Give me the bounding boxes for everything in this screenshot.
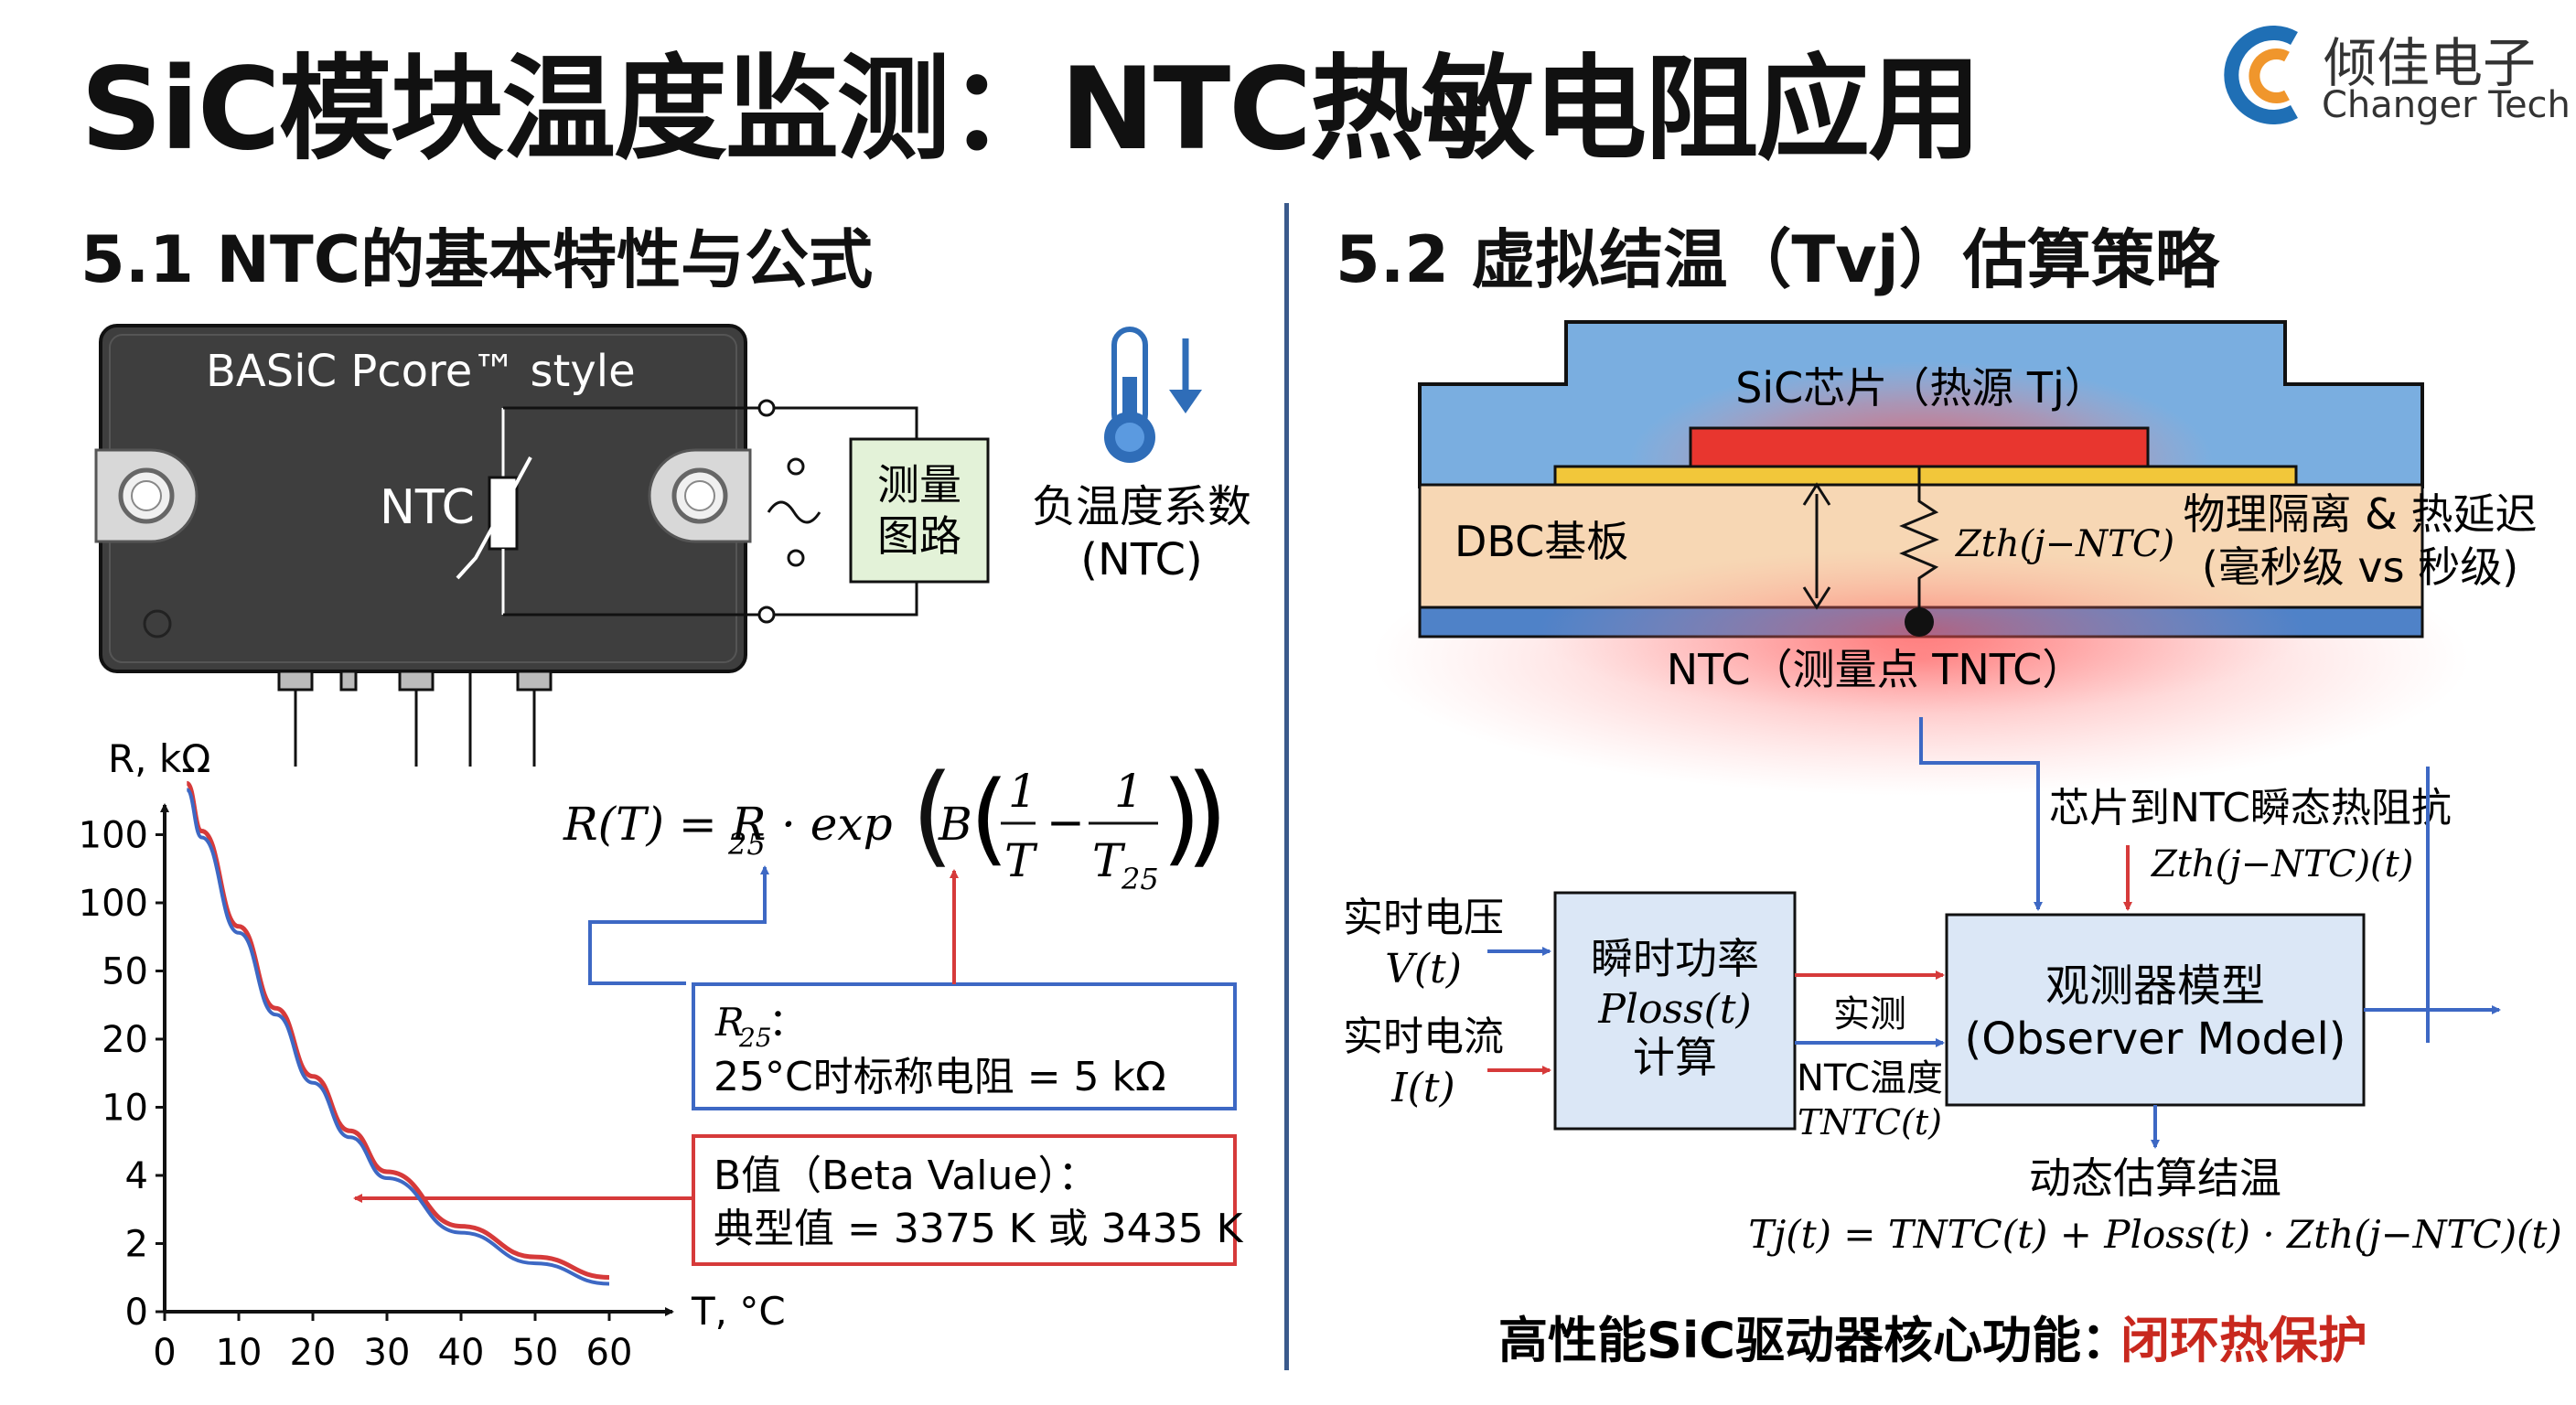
section-divider bbox=[1284, 203, 1289, 1370]
isolation-sub: (毫秒级 vs 秒级) bbox=[2202, 542, 2518, 592]
formula-exp: · exp bbox=[781, 798, 893, 851]
formula-lhs: R(T) = R bbox=[563, 798, 766, 851]
neg-temp-coeff: 负温度系数 bbox=[1032, 481, 1251, 532]
cross-section: SiC芯片（热源 Tj） DBC基板 Zth(j−NTC) 物理隔离 & 热延迟… bbox=[1372, 320, 2538, 796]
formula-minus: − bbox=[1046, 796, 1085, 849]
ntc-to-observer-arrow bbox=[1919, 717, 2043, 911]
dbc-label: DBC基板 bbox=[1454, 517, 1628, 566]
chart-y-tick-label: 0 bbox=[125, 1292, 148, 1334]
chip-label: SiC芯片（热源 Tj） bbox=[1735, 363, 2107, 413]
chart-y-tick-label: 2 bbox=[125, 1224, 148, 1266]
b-value-box: B值（Beta Value）： 典型值 = 3375 K 或 3435 K bbox=[692, 1134, 1244, 1266]
dynamic-label: 动态估算结温 bbox=[2029, 1153, 2281, 1203]
r25-symbol: R bbox=[714, 1000, 745, 1045]
voltage-symbol: V(t) bbox=[1385, 946, 1462, 992]
ntc-formula: R(T) = R 25 · exp ( B ( 1 T − 1 T 25 ) ) bbox=[563, 752, 1229, 896]
zth-label: Zth(j−NTC) bbox=[1954, 523, 2174, 565]
ntc-rt-chart: R, kΩ T, °C 0 10 20 30 40 50 60 0 2 4 10 20 50 100 10… bbox=[79, 736, 786, 1374]
sic-module: BASiC Pcore™ style NTC bbox=[94, 324, 988, 767]
formula-frac2-num: 1 bbox=[1114, 765, 1143, 818]
r25-arrow bbox=[588, 865, 769, 985]
voltage-label: 实时电压 bbox=[1343, 895, 1504, 941]
ntc-point-label: NTC（测量点 TNTC） bbox=[1667, 645, 2085, 694]
zth-resistor bbox=[1899, 467, 1939, 622]
left-section-heading: 5.1 NTC的基本特性与公式 bbox=[80, 222, 874, 297]
formula-frac1-num: 1 bbox=[1008, 765, 1037, 818]
logo-name-cn: 倾佳电子 bbox=[2324, 32, 2537, 94]
current-symbol: I(t) bbox=[1390, 1065, 1454, 1111]
chart-y-tick-label: 10 bbox=[102, 1088, 148, 1130]
ntc-temp-symbol: TNTC(t) bbox=[1798, 1102, 1942, 1142]
chart-x-tick-label: 20 bbox=[290, 1332, 337, 1374]
final-formula: Tj(t) = TNTC(t) + Ploss(t) · Zth(j−NTC)(… bbox=[1748, 1212, 2561, 1257]
r25-box: R 25 ： 25°C时标称电阻 = 5 kΩ bbox=[692, 982, 1237, 1110]
formula-frac1-den: T bbox=[1004, 834, 1038, 887]
thermometer-icon bbox=[1104, 327, 1202, 463]
power-box-line3: 计算 bbox=[1633, 1033, 1717, 1082]
formula-paren-outer-right: ) bbox=[1186, 752, 1229, 879]
measured-label: 实测 bbox=[1833, 993, 1906, 1035]
chart-x-tick-label: 50 bbox=[512, 1332, 559, 1374]
chart-y-tick-label: 4 bbox=[125, 1155, 148, 1197]
measure-box-line1: 测量 bbox=[877, 460, 961, 509]
power-box-line2: Ploss(t) bbox=[1597, 986, 1751, 1033]
formula-frac2-den: T bbox=[1092, 834, 1126, 887]
r25-sub: 25 bbox=[738, 1023, 772, 1053]
chart-series-blue bbox=[186, 788, 610, 1286]
neg-temp-coeff-abbr: (NTC) bbox=[1080, 534, 1202, 585]
chart-series-red bbox=[185, 780, 610, 1280]
transient-label: 芯片到NTC瞬态热阻抗 bbox=[2049, 785, 2452, 831]
formula-paren-inner-left: ( bbox=[970, 759, 1009, 876]
logo-name-en: Changer Tech bbox=[2322, 84, 2571, 126]
r25-colon: ： bbox=[768, 1000, 807, 1045]
chart-x-label: T, °C bbox=[691, 1289, 786, 1334]
ntc-temp-label: NTC温度 bbox=[1797, 1057, 1943, 1099]
ntc-point bbox=[1905, 607, 1934, 637]
transient-formula: Zth(j−NTC)(t) bbox=[2150, 843, 2413, 885]
ntc-label: NTC bbox=[380, 480, 475, 535]
chart-y-tick-label: 100 bbox=[79, 883, 148, 925]
chart-x-tick-label: 30 bbox=[364, 1332, 411, 1374]
chart-x-tick-label: 10 bbox=[216, 1332, 263, 1374]
b-value-line2: 典型值 = 3375 K 或 3435 K bbox=[714, 1206, 1244, 1252]
page-title: SiC模块温度监测：NTC热敏电阻应用 bbox=[80, 44, 1981, 176]
observer-model-box: 观测器模型 (Observer Model) bbox=[1945, 913, 2366, 1107]
power-box-line1: 瞬时功率 bbox=[1591, 934, 1759, 983]
formula-frac2-den-sub: 25 bbox=[1121, 862, 1159, 896]
right-section-heading: 5.2 虚拟结温（Tvj）估算策略 bbox=[1336, 222, 2219, 297]
current-label: 实时电流 bbox=[1343, 1014, 1504, 1060]
isolation-label: 物理隔离 & 热延迟 bbox=[2183, 489, 2537, 539]
ac-symbol bbox=[767, 500, 821, 524]
formula-paren-inner-right: ) bbox=[1162, 759, 1201, 876]
chart-y-tick-label: 20 bbox=[102, 1019, 148, 1061]
observer-box-line1: 观测器模型 bbox=[2045, 960, 2265, 1012]
chart-x-tick-label: 60 bbox=[586, 1332, 633, 1374]
formula-lhs-sub: 25 bbox=[727, 827, 766, 862]
formula-paren-outer-left: ( bbox=[911, 752, 954, 879]
footer-highlight: 闭环热保护 bbox=[2120, 1312, 2367, 1369]
chart-x-tick-label: 0 bbox=[153, 1332, 176, 1374]
r25-description: 25°C时标称电阻 = 5 kΩ bbox=[714, 1054, 1166, 1100]
b-value-line1: B值（Beta Value）： bbox=[714, 1153, 1098, 1199]
chart-y-tick-label: 100 bbox=[79, 815, 148, 857]
chart-y-label: R, kΩ bbox=[108, 736, 210, 781]
module-pins bbox=[277, 670, 553, 767]
measure-circuit-box: 测量 图路 bbox=[849, 437, 990, 584]
power-calc-box: 瞬时功率 Ploss(t) 计算 bbox=[1553, 891, 1797, 1131]
ntc-resistor bbox=[456, 408, 532, 615]
module-label: BASiC Pcore™ style bbox=[206, 346, 636, 397]
footer-label: 高性能SiC驱动器核心功能： bbox=[1498, 1312, 2131, 1369]
formula-b: B bbox=[938, 798, 972, 851]
chart-y-tick-label: 50 bbox=[102, 951, 148, 993]
chart-x-tick-label: 40 bbox=[438, 1332, 485, 1374]
observer-box-line2: (Observer Model) bbox=[1964, 1014, 2345, 1065]
measure-box-line2: 图路 bbox=[877, 511, 961, 561]
